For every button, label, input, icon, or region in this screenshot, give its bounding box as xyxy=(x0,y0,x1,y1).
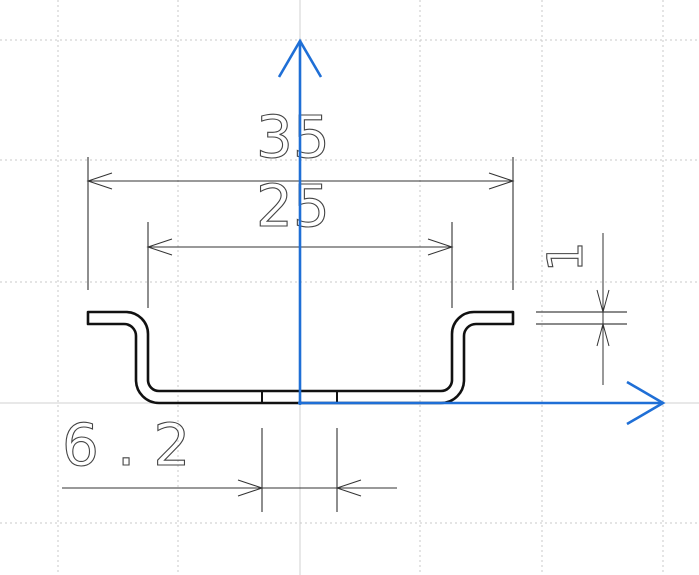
dimension-label-25: 25 xyxy=(256,172,330,240)
din-rail-profile[interactable] xyxy=(86,310,515,405)
dimension-thickness[interactable]: 1 xyxy=(536,233,627,385)
dimension-label-35: 35 xyxy=(256,103,330,171)
dimension-label-6-2: 6.2 xyxy=(62,411,208,479)
dimension-label-1: 1 xyxy=(538,241,594,272)
dimension-overall-width[interactable]: 35 xyxy=(86,102,515,290)
dimension-slot-width[interactable]: 6.2 xyxy=(61,410,397,512)
dimension-inner-width[interactable]: 25 xyxy=(146,171,454,308)
x-axis-arrow xyxy=(300,380,666,426)
origin-point xyxy=(298,401,302,405)
y-axis-arrow xyxy=(277,38,323,403)
